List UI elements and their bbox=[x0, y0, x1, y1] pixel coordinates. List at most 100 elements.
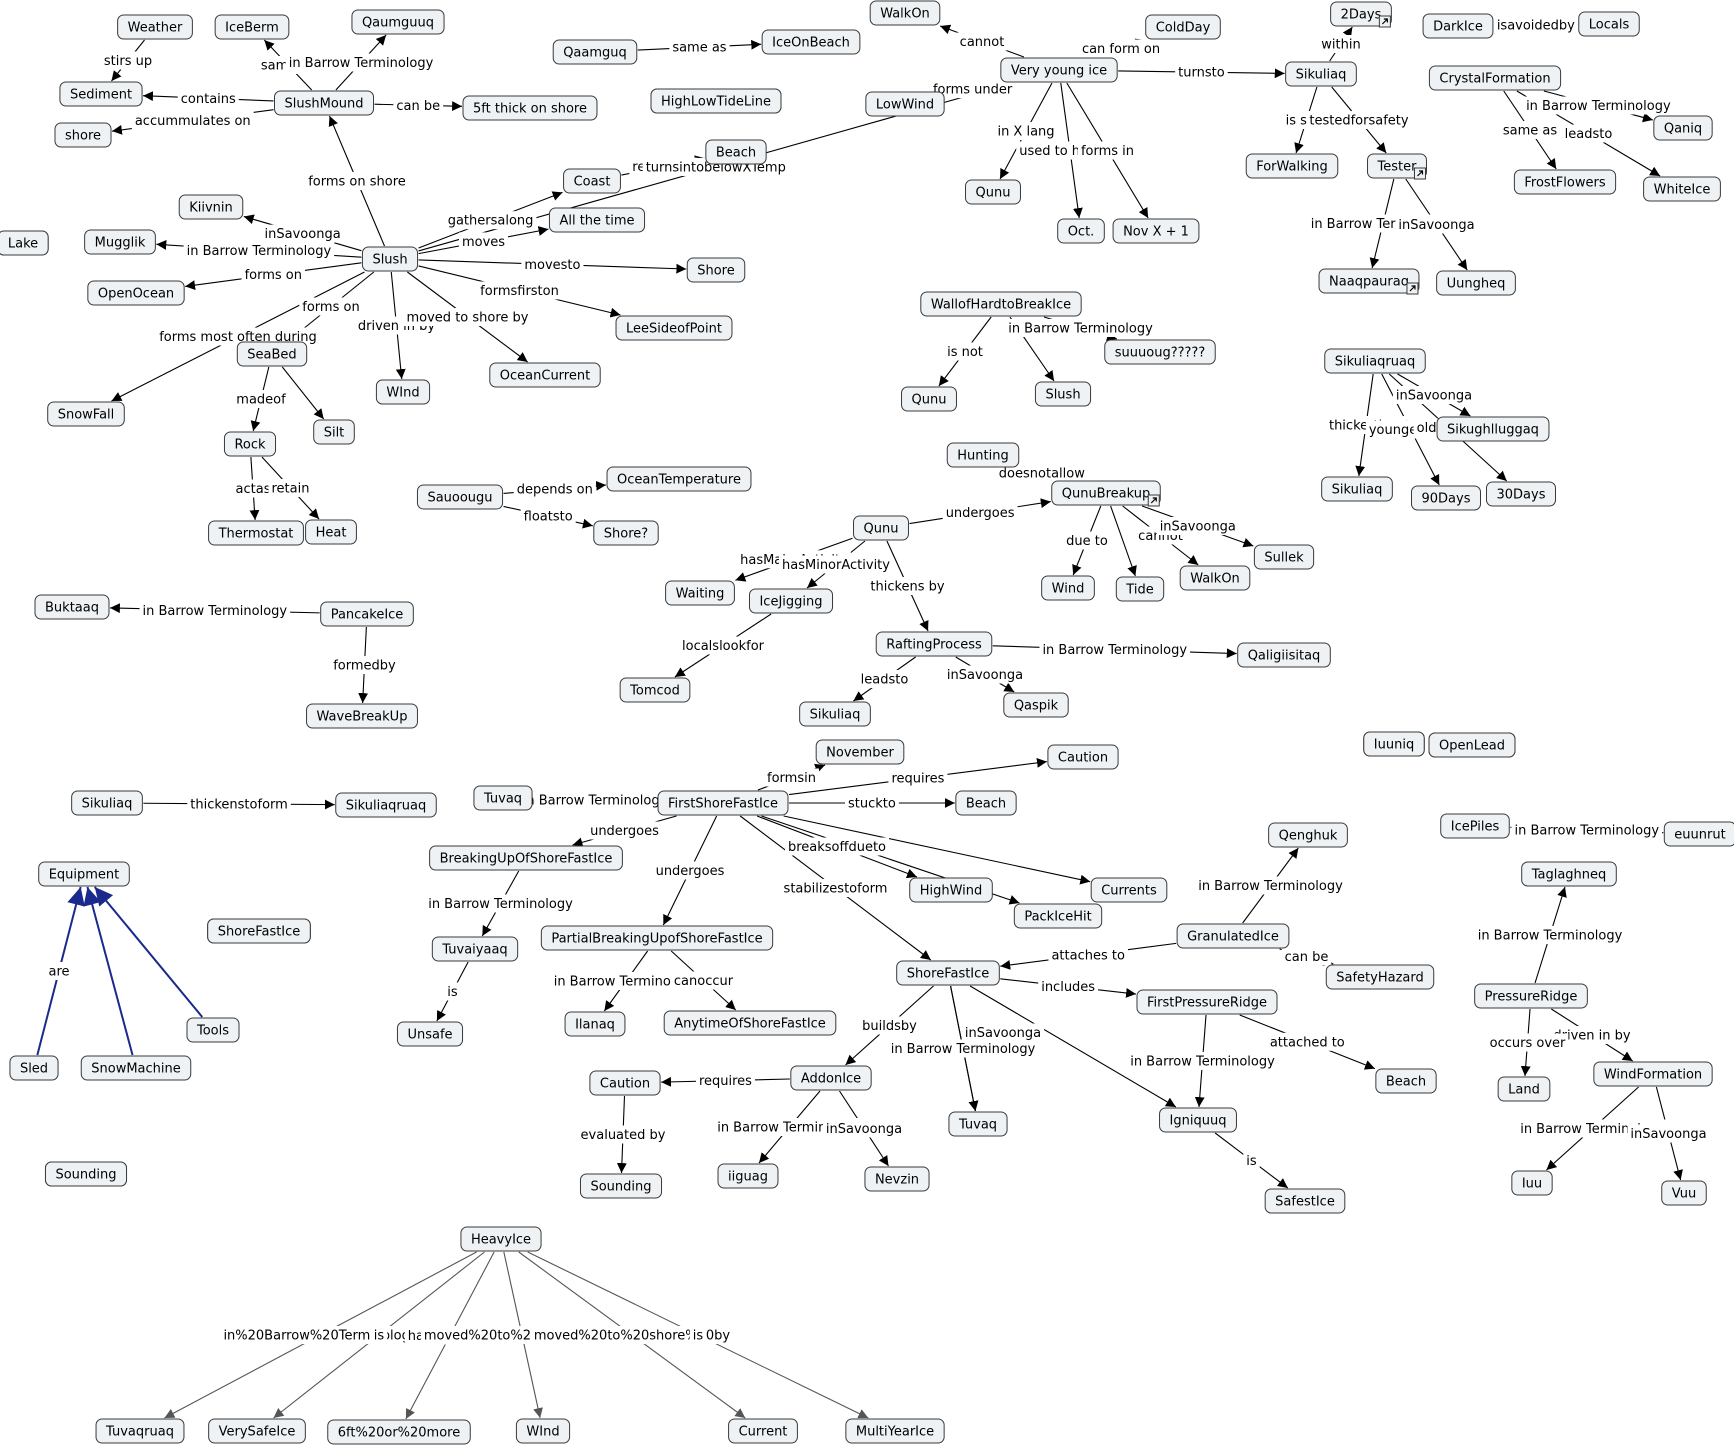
concept-node-partialbreakingupofshorefastice[interactable]: PartialBreakingUpofShoreFastIce bbox=[540, 925, 774, 951]
concept-node-icejigging[interactable]: IceJigging bbox=[748, 588, 834, 614]
concept-node-openocean[interactable]: OpenOcean bbox=[87, 280, 185, 306]
concept-node-coldday[interactable]: ColdDay bbox=[1145, 14, 1221, 40]
concept-node-frostflowers[interactable]: FrostFlowers bbox=[1513, 169, 1617, 195]
concept-node-tide[interactable]: Tide bbox=[1115, 576, 1165, 602]
concept-node-uungheq[interactable]: Uungheq bbox=[1436, 270, 1516, 296]
concept-node-shore[interactable]: Shore bbox=[686, 257, 746, 283]
linked-map-icon[interactable] bbox=[1147, 494, 1160, 507]
concept-node-firstpressureridge[interactable]: FirstPressureRidge bbox=[1136, 989, 1278, 1015]
concept-node-sikuliaq[interactable]: Sikuliaq bbox=[799, 701, 871, 727]
concept-node-buktaaq[interactable]: Buktaaq bbox=[34, 594, 110, 620]
concept-node-caution[interactable]: Caution bbox=[1047, 744, 1119, 770]
concept-node-multiyearice[interactable]: MultiYearIce bbox=[845, 1418, 945, 1444]
concept-node-breakingupofshorefastice[interactable]: BreakingUpOfShoreFastIce bbox=[429, 845, 623, 871]
concept-node-beach[interactable]: Beach bbox=[955, 790, 1017, 816]
concept-node-shorefastice[interactable]: ShoreFastIce bbox=[207, 918, 311, 944]
concept-node-wallofhardtobreakice[interactable]: WallofHardtoBreakIce bbox=[920, 291, 1082, 317]
concept-node-sediment[interactable]: Sediment bbox=[59, 81, 143, 107]
concept-node-sikuliaqruaq[interactable]: Sikuliaqruaq bbox=[1324, 348, 1426, 374]
concept-node-oct[interactable]: Oct. bbox=[1057, 218, 1105, 244]
concept-node-hunting[interactable]: Hunting bbox=[946, 442, 1020, 468]
concept-node-qaamguq[interactable]: Qaamguq bbox=[552, 39, 638, 65]
concept-node-nov-x-1[interactable]: Nov X + 1 bbox=[1112, 218, 1200, 244]
linked-map-icon[interactable] bbox=[1413, 167, 1426, 180]
concept-node-sounding[interactable]: Sounding bbox=[44, 1161, 128, 1187]
linked-map-icon[interactable] bbox=[1378, 15, 1391, 28]
concept-node-raftingprocess[interactable]: RaftingProcess bbox=[875, 631, 993, 657]
concept-node-sikughlluggaq[interactable]: Sikughlluggaq bbox=[1436, 416, 1550, 442]
concept-node-oceantemperature[interactable]: OceanTemperature bbox=[606, 466, 752, 492]
concept-node-shorefastice[interactable]: ShoreFastIce bbox=[896, 960, 1000, 986]
concept-node-beach[interactable]: Beach bbox=[705, 139, 767, 165]
concept-node-walkon[interactable]: WalkOn bbox=[1179, 565, 1251, 591]
concept-node-current[interactable]: Current bbox=[728, 1418, 798, 1444]
concept-node-90days[interactable]: 90Days bbox=[1411, 485, 1481, 511]
concept-node-tuvaiyaaq[interactable]: Tuvaiyaaq bbox=[431, 936, 519, 962]
concept-node-safetyhazard[interactable]: SafetyHazard bbox=[1325, 964, 1435, 990]
concept-node-heavyice[interactable]: HeavyIce bbox=[460, 1226, 542, 1252]
concept-node-2days[interactable]: 2Days bbox=[1330, 1, 1392, 28]
concept-node-whiteice[interactable]: WhiteIce bbox=[1643, 176, 1721, 202]
concept-node-walkon[interactable]: WalkOn bbox=[869, 0, 941, 26]
concept-node-qaligiisitaq[interactable]: Qaligiisitaq bbox=[1237, 642, 1331, 668]
concept-node-naaqpauraq[interactable]: Naaqpauraq bbox=[1318, 268, 1420, 295]
concept-node-thermostat[interactable]: Thermostat bbox=[208, 520, 304, 546]
concept-node-crystalformation[interactable]: CrystalFormation bbox=[1428, 65, 1562, 91]
concept-node-snowfall[interactable]: SnowFall bbox=[47, 401, 125, 427]
concept-node-highlowtideline[interactable]: HighLowTideLine bbox=[650, 88, 782, 114]
concept-node-caution[interactable]: Caution bbox=[589, 1070, 661, 1096]
concept-node-sikuliaq[interactable]: Sikuliaq bbox=[1285, 61, 1357, 87]
concept-node-verysafeice[interactable]: VerySafeIce bbox=[208, 1418, 306, 1444]
concept-node-pancakeice[interactable]: PancakeIce bbox=[320, 601, 414, 627]
concept-node-qunu[interactable]: Qunu bbox=[853, 515, 909, 541]
concept-node-silt[interactable]: Silt bbox=[313, 419, 355, 445]
concept-node-tuvaq[interactable]: Tuvaq bbox=[473, 785, 533, 811]
concept-node-slush[interactable]: Slush bbox=[361, 246, 419, 272]
concept-node-windformation[interactable]: WindFormation bbox=[1593, 1061, 1713, 1087]
concept-node-heat[interactable]: Heat bbox=[305, 519, 357, 545]
concept-node-lake[interactable]: Lake bbox=[0, 230, 49, 256]
concept-node-currents[interactable]: Currents bbox=[1090, 877, 1168, 903]
concept-node-weather[interactable]: Weather bbox=[117, 14, 193, 40]
concept-node-iuuniq[interactable]: Iuuniq bbox=[1363, 731, 1425, 757]
concept-node-lowwind[interactable]: LowWind bbox=[865, 91, 945, 117]
concept-node-vuu[interactable]: Vuu bbox=[1661, 1180, 1707, 1206]
concept-node-igniquuq[interactable]: Igniquuq bbox=[1159, 1107, 1237, 1133]
concept-node-safestice[interactable]: SafestIce bbox=[1264, 1188, 1346, 1214]
concept-node-tester[interactable]: Tester bbox=[1367, 153, 1427, 180]
concept-node-land[interactable]: Land bbox=[1497, 1076, 1551, 1102]
concept-node-kiivnin[interactable]: Kiivnin bbox=[178, 194, 244, 220]
concept-node-30days[interactable]: 30Days bbox=[1486, 481, 1556, 507]
concept-node-euunrut[interactable]: euunrut bbox=[1663, 821, 1734, 847]
concept-node-tomcod[interactable]: Tomcod bbox=[619, 677, 691, 703]
concept-node-rock[interactable]: Rock bbox=[223, 431, 277, 457]
concept-node-wind[interactable]: Wind bbox=[1041, 575, 1095, 601]
concept-node-oceancurrent[interactable]: OceanCurrent bbox=[489, 362, 601, 388]
concept-node-granulatedice[interactable]: GranulatedIce bbox=[1176, 923, 1290, 949]
concept-node-shore[interactable]: shore bbox=[54, 122, 112, 148]
concept-node-packicehit[interactable]: PackIceHit bbox=[1013, 903, 1103, 929]
concept-node-sikuliaqruaq[interactable]: Sikuliaqruaq bbox=[335, 792, 437, 818]
concept-node-openlead[interactable]: OpenLead bbox=[1428, 732, 1516, 758]
concept-node-taglaghneq[interactable]: Taglaghneq bbox=[1521, 861, 1617, 887]
concept-node-sauoougu[interactable]: Sauoougu bbox=[416, 484, 504, 510]
concept-node-qenghuk[interactable]: Qenghuk bbox=[1268, 822, 1348, 848]
concept-node-iiguag[interactable]: iiguag bbox=[717, 1163, 779, 1189]
concept-node-qunubreakup[interactable]: QunuBreakup bbox=[1051, 480, 1161, 507]
concept-node-qaniq[interactable]: Qaniq bbox=[1653, 115, 1713, 141]
concept-node-locals[interactable]: Locals bbox=[1578, 11, 1640, 37]
concept-node-tools[interactable]: Tools bbox=[186, 1017, 240, 1043]
concept-node-firstshorefastice[interactable]: FirstShoreFastIce bbox=[657, 790, 789, 816]
concept-node-addonice[interactable]: AddonIce bbox=[790, 1065, 872, 1091]
concept-node-5ft-thick-on-shore[interactable]: 5ft thick on shore bbox=[462, 95, 598, 121]
concept-node-forwalking[interactable]: ForWalking bbox=[1245, 153, 1339, 179]
concept-node-sullek[interactable]: Sullek bbox=[1253, 544, 1315, 570]
concept-node-icepiles[interactable]: IcePiles bbox=[1440, 813, 1510, 839]
concept-node-iceberm[interactable]: IceBerm bbox=[214, 14, 290, 40]
concept-node-suuuoug[interactable]: suuuoug????? bbox=[1104, 339, 1216, 365]
concept-node-all-the-time[interactable]: All the time bbox=[548, 207, 646, 233]
concept-node-iceonbeach[interactable]: IceOnBeach bbox=[761, 29, 861, 55]
concept-node-pressureridge[interactable]: PressureRidge bbox=[1474, 983, 1588, 1009]
concept-node-anytimeofshorefastice[interactable]: AnytimeOfShoreFastIce bbox=[663, 1010, 837, 1036]
concept-node-coast[interactable]: Coast bbox=[563, 168, 621, 194]
